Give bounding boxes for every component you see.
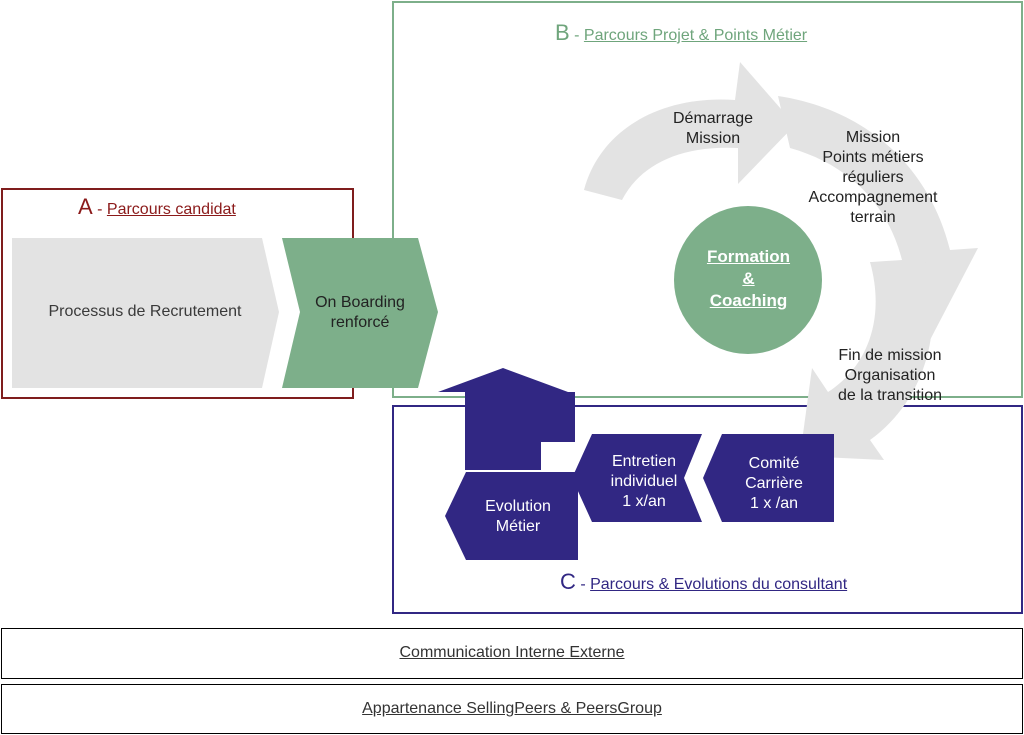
onboarding-chevron xyxy=(282,238,438,388)
cycle-arrow-top xyxy=(584,62,795,200)
cycle-arrow-bottom xyxy=(800,262,933,460)
comite-chevron xyxy=(703,434,834,522)
parcours-evolutions-title: C - Parcours & Evolutions du consultant xyxy=(560,569,848,594)
parcours-projet-frame xyxy=(392,1,1023,398)
entretien-chevron xyxy=(572,434,702,522)
recrutement-chevron xyxy=(12,238,279,388)
formation-coaching-label: Formation&Coaching xyxy=(706,247,791,310)
parcours-evolutions-frame xyxy=(392,405,1023,614)
formation-coaching-circle xyxy=(674,206,822,354)
communication-bar: Communication Interne Externe xyxy=(1,628,1023,679)
parcours-projet-title: B - Parcours Projet & Points Métier xyxy=(555,20,808,45)
appartenance-bar: Appartenance SellingPeers & PeersGroup xyxy=(1,684,1023,734)
parcours-candidat-title: A - Parcours candidat xyxy=(78,194,236,219)
recrutement-label: Processus de Recrutement xyxy=(48,303,242,320)
evolution-up-arrow xyxy=(438,368,575,470)
evolution-metier-chevron xyxy=(445,472,578,560)
